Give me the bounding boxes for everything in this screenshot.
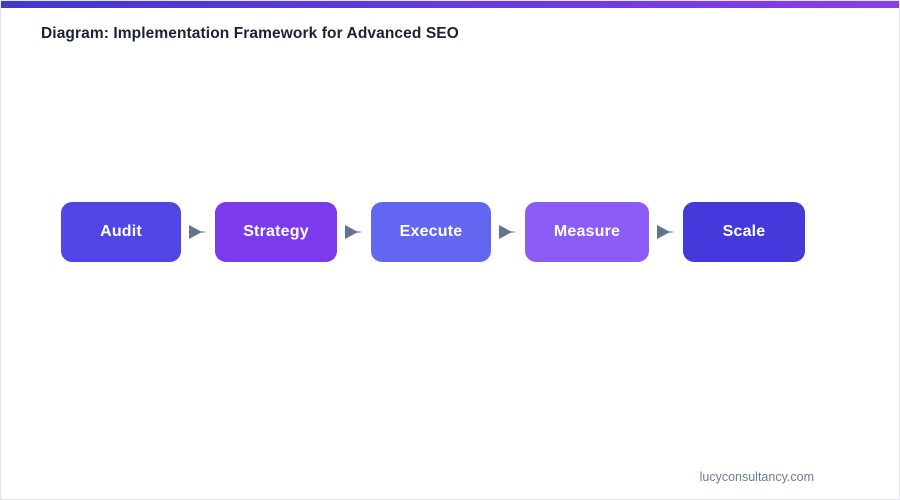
triangle-right-icon (491, 202, 525, 262)
flow-node-label: Audit (100, 223, 142, 240)
flow-diagram: Audit Strategy Execute Measure Scale (61, 202, 805, 262)
flow-node-label: Scale (722, 223, 766, 240)
flow-node-measure[interactable]: Measure (525, 202, 649, 262)
top-accent-bar (1, 1, 899, 8)
flow-node-strategy[interactable]: Strategy (215, 202, 337, 262)
flow-node-label: Measure (553, 223, 621, 240)
flow-node-execute[interactable]: Execute (371, 202, 491, 262)
page-title: Diagram: Implementation Framework for Ad… (41, 25, 459, 42)
flow-node-scale[interactable]: Scale (683, 202, 805, 262)
triangle-right-icon (337, 202, 371, 262)
flow-node-label: Execute (399, 223, 463, 240)
flow-node-audit[interactable]: Audit (61, 202, 181, 262)
triangle-right-icon (649, 202, 683, 262)
flow-node-label: Strategy (243, 223, 309, 240)
footer-source-label: lucyconsultancy.com (699, 470, 814, 484)
triangle-right-icon (181, 202, 215, 262)
